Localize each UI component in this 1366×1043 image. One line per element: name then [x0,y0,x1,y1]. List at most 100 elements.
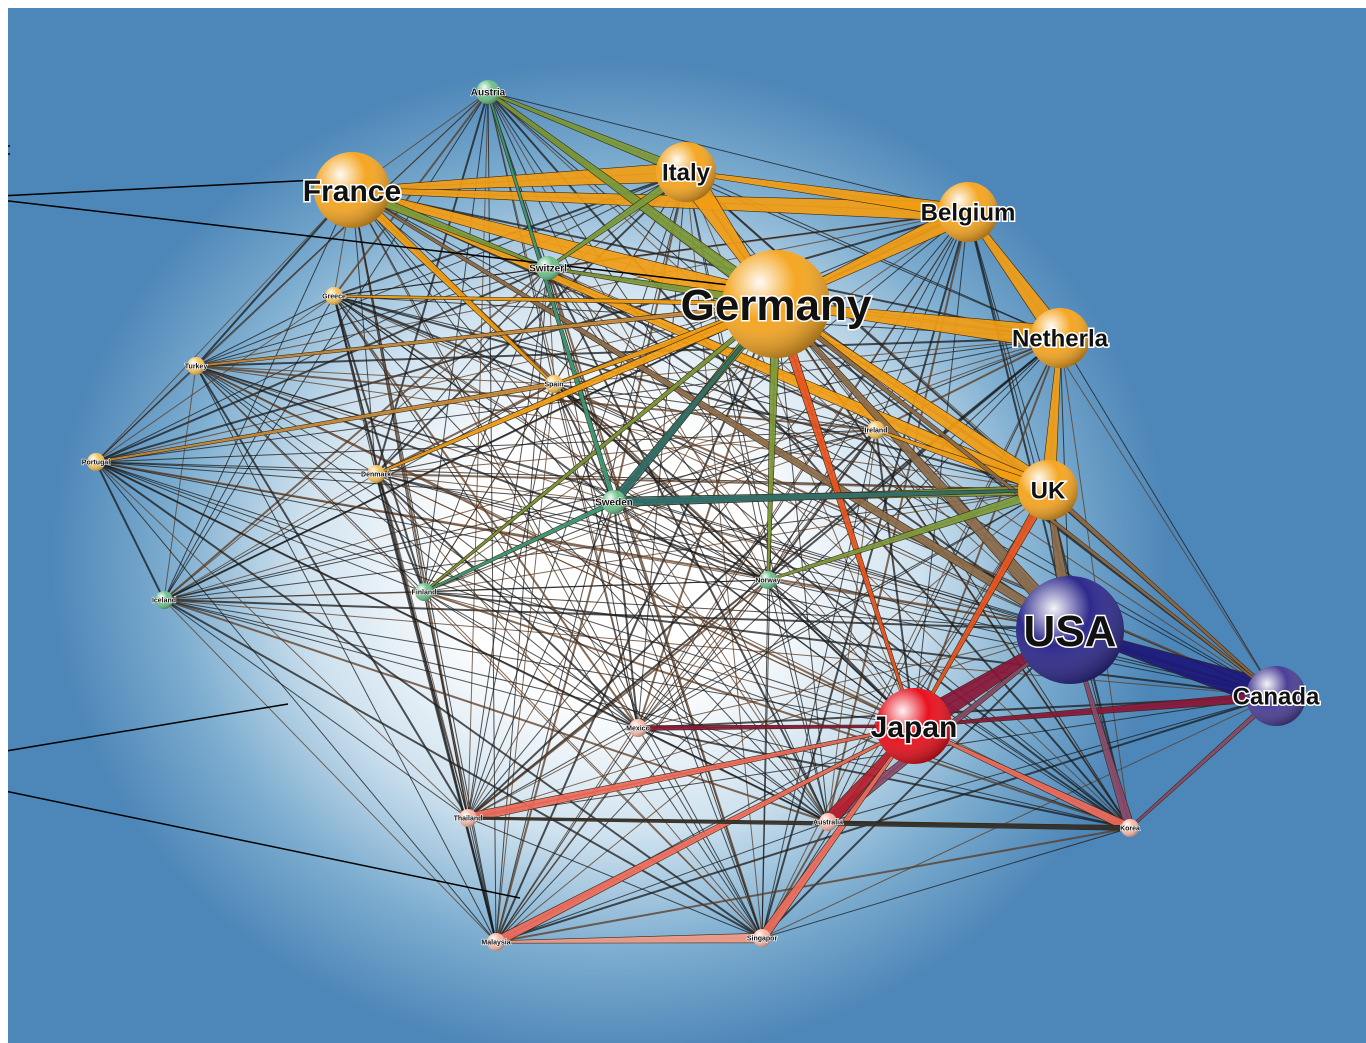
node-label: Finland [412,590,437,597]
edge-layer [95,90,1281,947]
background-edge [195,365,769,581]
background-edge [875,429,915,727]
background-edge [95,461,769,581]
node-label: UK [1031,478,1066,505]
node-uk: UK [1018,460,1078,520]
background-edge [375,429,877,475]
background-edge [613,501,763,939]
node-highlight [545,375,563,393]
node-highlight [819,813,837,831]
node-mexico: Mexico [626,719,650,737]
background-edge [423,591,829,823]
background-edge [95,461,425,593]
node-highlight [722,250,830,358]
background-edge [163,599,915,727]
background-edge [95,461,165,601]
background-edge [875,337,1061,431]
background-edge [913,211,969,727]
background-edge [487,91,969,213]
node-iceland: Iceland [151,591,177,609]
background-edge [495,695,1277,943]
background-edge [195,295,335,367]
node-highlight [938,182,998,242]
background-edge [333,295,877,431]
node-label: Belgium [921,200,1016,227]
background-edge [685,171,769,581]
node-label: Turkey [185,364,208,371]
node-switzerland: Switzerl [529,256,568,280]
background-edge [487,91,497,943]
background-edge [333,295,829,823]
background-edge [195,365,377,475]
background-edge [553,383,615,503]
background-edge [423,267,549,593]
background-edge [495,821,829,943]
background-edge [875,429,1277,697]
background-edge [495,501,615,943]
node-highlight [459,809,477,827]
background-edge [95,303,777,463]
node-label: Germany [681,281,872,330]
background-edge [467,629,1071,819]
node-malaysia: Malaysia [481,933,511,951]
background-edge [95,461,1131,829]
background-edge [163,267,549,601]
background-edge [195,337,1061,367]
node-netherlands: Netherla [1010,308,1110,368]
node-label: France [303,175,401,208]
node-italy: Italy [656,142,716,202]
node-highlight [867,421,885,439]
node-highlight [1030,308,1090,368]
background-edge [827,211,969,823]
node-austria: Austria [470,80,506,104]
node-highlight [487,933,505,951]
background-edge [767,211,969,581]
background-edge [163,189,353,601]
node-label: Norway [755,578,780,585]
node-label: Netherla [1012,326,1109,353]
node-highlight [656,142,716,202]
background-edge [613,429,877,503]
node-label: Portugal [82,460,110,467]
background-edge [423,591,763,939]
background-edge [495,429,877,943]
node-label: Thailand [454,816,483,823]
pointer-line [0,703,289,753]
background-edge [613,501,829,823]
node-label: Italy [662,160,711,187]
node-label: USA [1024,607,1117,656]
background-edge [195,365,497,943]
background-edge [333,267,549,297]
background-edge [95,171,687,463]
node-highlight [187,357,205,375]
node-singapore: Singapor [746,929,778,947]
background-edge [195,365,763,939]
background-edge [553,383,877,431]
background-edge [467,817,497,943]
node-highlight [415,583,433,601]
node-label: Austria [471,88,506,99]
node-highlight [876,688,952,764]
node-label: Malaysia [481,940,510,947]
background-edge [761,695,1277,939]
node-spain: Spain [544,375,564,393]
background-edge [423,429,877,593]
background-edge [195,365,1131,829]
pointer-line [0,199,773,291]
background-edge [195,267,549,367]
node-denmark: Denmark [360,465,392,483]
node-highlight [1121,819,1139,837]
node-label: Switzerl [529,264,567,275]
node-highlight [759,571,777,589]
background-edge [163,295,335,601]
node-label: Denmark [361,472,391,479]
background-edge [351,189,829,823]
node-canada: Canada [1231,666,1321,726]
node-highlight [536,256,560,280]
background-edge [375,473,615,503]
background-edge [613,501,1131,829]
node-label: Canada [1233,684,1320,711]
pointer-line [0,789,521,899]
